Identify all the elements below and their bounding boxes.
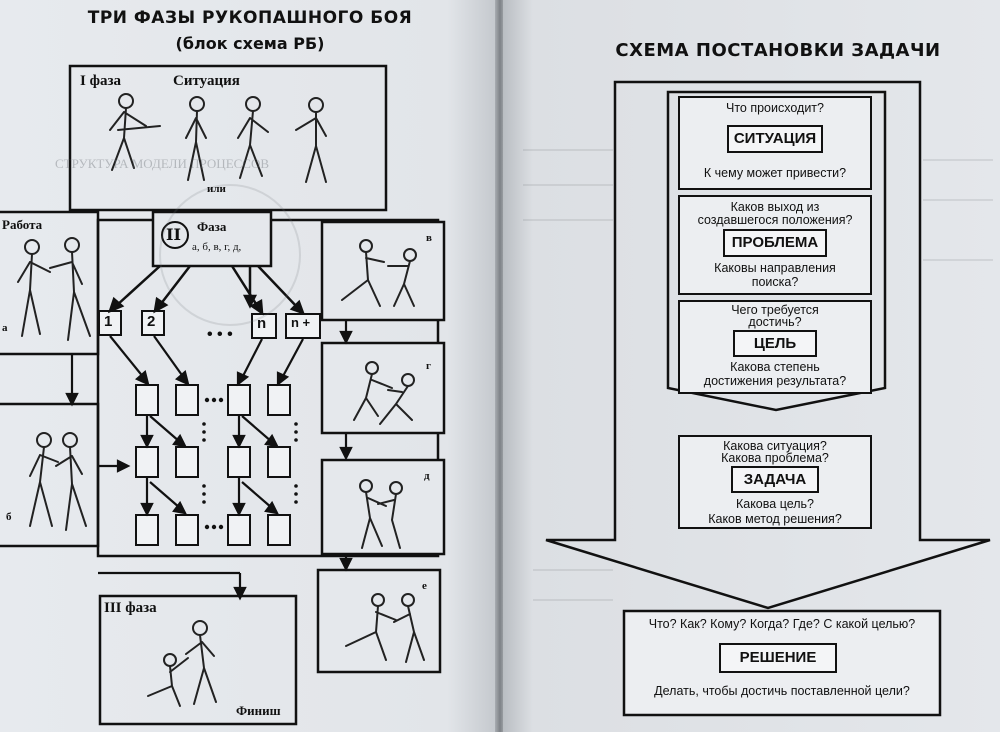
solution-goal-line: Делать, чтобы достичь поставленной цели? (654, 684, 910, 698)
finish-label: Финиш (236, 703, 281, 718)
situation-q-top: Что происходит? (726, 101, 824, 115)
solution-keyword: РЕШЕНИЕ (719, 643, 837, 673)
work-label: Работа (2, 217, 43, 232)
figures-phase3 (147, 620, 217, 707)
goal-q-top-2: достичь? (748, 315, 802, 329)
problem-q-top-2: создавшегося положения? (697, 213, 853, 227)
frame-v (320, 220, 446, 322)
situation-q-bottom: К чему может привести? (703, 166, 847, 180)
figures-work (17, 237, 91, 341)
frame-e (316, 568, 442, 674)
frame-d (320, 458, 446, 556)
letter-g: г (426, 360, 431, 372)
branch-2: 2 (147, 313, 156, 330)
phase2-sub: а, б, в, г, д, (192, 241, 242, 253)
b-box (0, 402, 100, 548)
phase2-header-box (151, 210, 273, 268)
left-title: ТРИ ФАЗЫ РУКОПАШНОГО БОЯ (87, 8, 413, 28)
solution-box (622, 609, 942, 717)
left-page: СТРУКТУРА МОДЕЛИ ПРОЦЕССОВ ТРИ ФАЗЫ РУКО… (0, 0, 497, 732)
letter-v: в (426, 232, 432, 244)
situation-keyword: СИТУАЦИЯ (727, 125, 823, 153)
goal-q-bottom-2: достижения результата? (703, 374, 847, 388)
left-subtitle: (блок схема РБ) (175, 34, 325, 53)
ghost-text: СТРУКТУРА МОДЕЛИ ПРОЦЕССОВ (55, 156, 270, 171)
right-title: СХЕМА ПОСТАНОВКИ ЗАДАЧИ (615, 40, 941, 61)
problem-keyword: ПРОБЛЕМА (723, 229, 827, 257)
or-label: или (207, 183, 226, 195)
inner-arrow (666, 90, 887, 412)
work-box (0, 210, 100, 356)
side-b-label: б (6, 511, 12, 523)
figures-right (341, 239, 425, 663)
solution-questions: Что? Как? Кому? Когда? Где? С какой цель… (648, 617, 916, 631)
flow-arrow (545, 80, 991, 610)
side-a-label: а (2, 322, 8, 334)
goal-keyword: ЦЕЛЬ (733, 330, 817, 357)
phase2-label: Фаза (197, 219, 227, 234)
problem-q-bottom-2: поиска? (751, 275, 799, 289)
problem-q-top-1: Каков выход из (730, 200, 820, 214)
situation-label: Ситуация (173, 73, 240, 89)
task-keyword: ЗАДАЧА (731, 466, 819, 493)
left-diagram (0, 64, 446, 726)
branch-n-plus: n + (291, 315, 311, 330)
branch-dots: • • • (207, 326, 233, 343)
book-gutter (495, 0, 505, 732)
task-q-top-2: Какова проблема? (721, 451, 829, 465)
grid-boxes (135, 384, 291, 546)
phase2-roman: II (166, 225, 181, 244)
task-q-bottom-2: Каков метод решения? (708, 512, 842, 526)
problem-q-bottom-1: Каковы направления (714, 261, 836, 275)
phase3-box (98, 594, 298, 726)
phase3-label: III фаза (104, 600, 157, 616)
letter-e: е (422, 580, 427, 592)
phase1-box (68, 64, 388, 212)
letter-d: д (424, 470, 430, 482)
branch-n: n (257, 315, 267, 332)
figures-b (29, 432, 87, 531)
task-q-bottom-1: Какова цель? (735, 497, 815, 511)
phase1-label: I фаза (80, 73, 121, 89)
branch-1: 1 (104, 313, 113, 330)
figures-phase1 (109, 93, 327, 183)
goal-q-top-1: Чего требуется (731, 303, 819, 317)
task-q-top-1: Какова ситуация? (723, 439, 827, 453)
right-page: СХЕМА ПОСТАНОВКИ ЗАДАЧИ Что происходит? … (503, 0, 1000, 732)
goal-q-bottom-1: Какова степень (730, 360, 820, 374)
frame-g (320, 341, 446, 435)
